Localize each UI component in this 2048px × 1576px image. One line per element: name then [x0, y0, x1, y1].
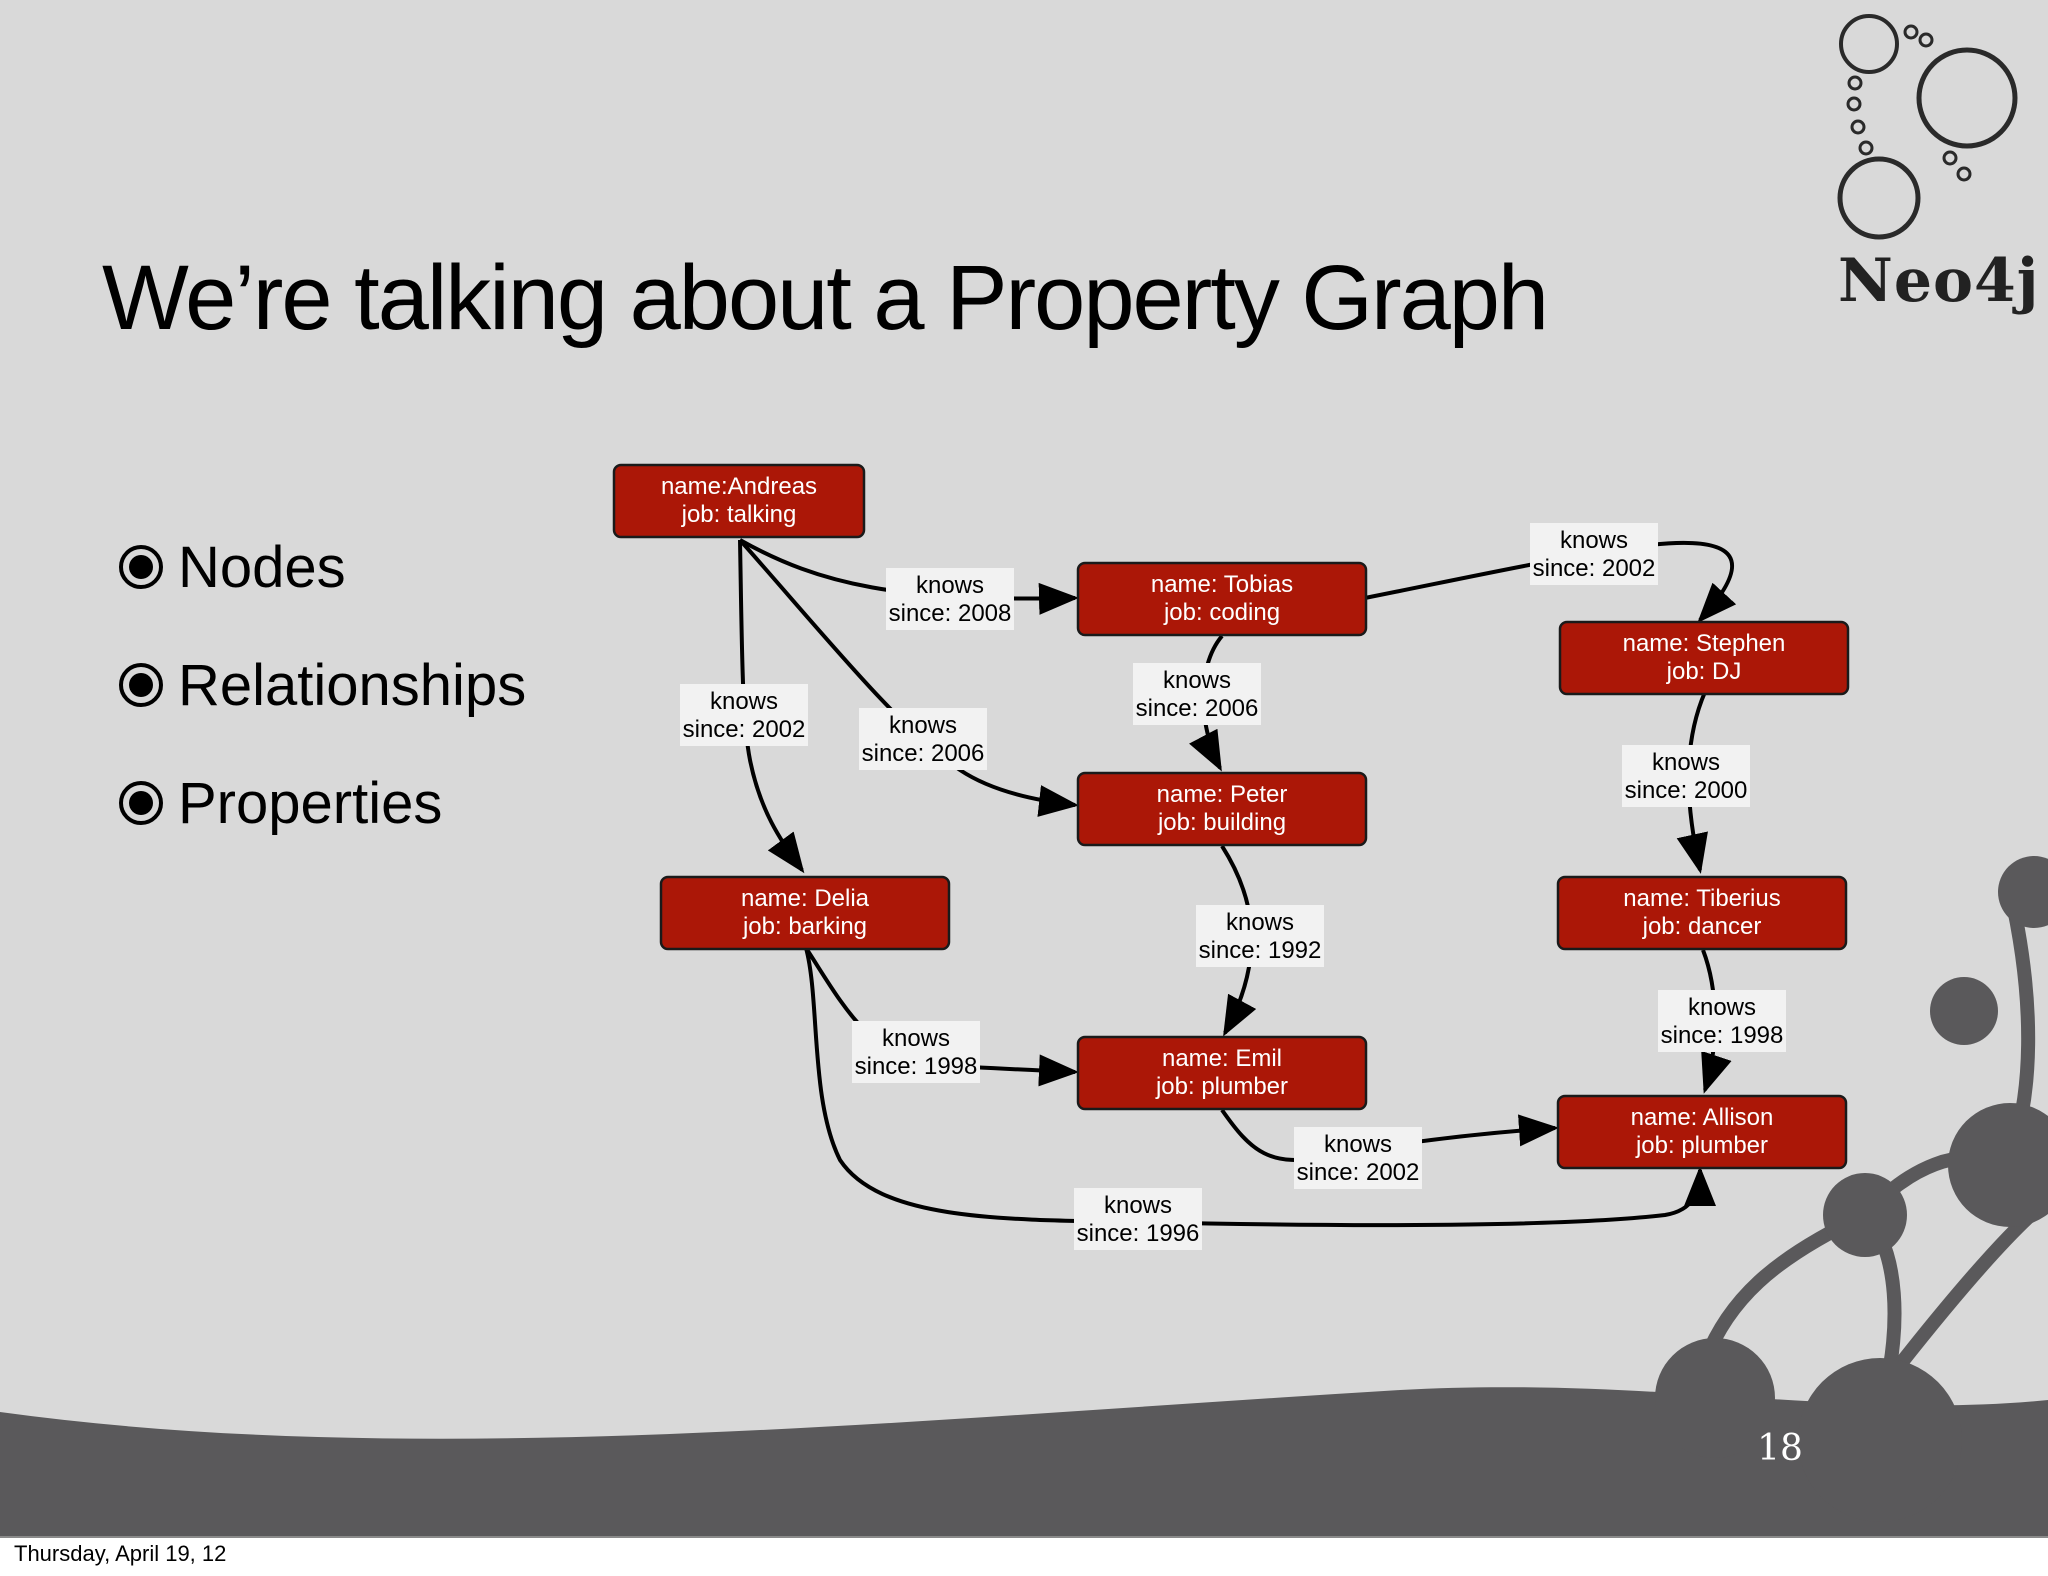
- svg-text:since: 1998: since: 1998: [1661, 1022, 1784, 1049]
- node-tobias[interactable]: name: Tobias job: coding: [1076, 561, 1368, 637]
- node-name: name: Tobias: [1151, 571, 1293, 598]
- edge-label-andreas-tobias: knows since: 2008: [886, 568, 1014, 630]
- svg-text:since: 2002: since: 2002: [683, 716, 806, 743]
- bullet-list: Nodes Relationships Properties: [118, 508, 526, 862]
- svg-text:since: 1992: since: 1992: [1199, 937, 1322, 964]
- radio-bullet-icon: [118, 662, 164, 708]
- edge-label-tobias-peter: knows since: 2006: [1133, 663, 1261, 725]
- edge-label-peter-emil: knows since: 1992: [1196, 905, 1324, 967]
- node-name: name: Stephen: [1623, 630, 1786, 657]
- svg-text:knows: knows: [1104, 1192, 1172, 1219]
- node-job: job: dancer: [1642, 913, 1762, 940]
- svg-text:knows: knows: [1560, 527, 1628, 554]
- bullet-label: Properties: [178, 770, 443, 836]
- logo-text: Neo4j: [1838, 246, 2040, 316]
- svg-text:knows: knows: [889, 712, 957, 739]
- edge-label-tobias-stephen: knows since: 2002: [1530, 523, 1658, 585]
- bullet-item-relationships: Relationships: [118, 626, 526, 744]
- svg-text:knows: knows: [1652, 749, 1720, 776]
- edge-label-stephen-tiberius: knows since: 2000: [1622, 745, 1750, 807]
- svg-text:knows: knows: [1163, 667, 1231, 694]
- edge-label-delia-emil: knows since: 1998: [852, 1021, 980, 1083]
- bullet-item-nodes: Nodes: [118, 508, 526, 626]
- svg-text:since: 2006: since: 2006: [1136, 695, 1259, 722]
- node-name: name:Andreas: [661, 473, 817, 500]
- svg-text:since: 1996: since: 1996: [1077, 1220, 1200, 1247]
- slide: Neo4j We’re talking about a Property Gra…: [0, 0, 2048, 1538]
- svg-text:knows: knows: [1226, 909, 1294, 936]
- background-decoration: [0, 856, 2048, 1536]
- date-footer: Thursday, April 19, 12: [14, 1541, 227, 1566]
- bullet-label: Relationships: [178, 652, 527, 718]
- slide-title: We’re talking about a Property Graph: [102, 247, 1549, 349]
- node-job: job: plumber: [1635, 1132, 1768, 1159]
- edge-andreas-delia: [738, 539, 805, 874]
- svg-text:knows: knows: [710, 688, 778, 715]
- svg-text:knows: knows: [1324, 1131, 1392, 1158]
- svg-text:since: 2000: since: 2000: [1625, 777, 1748, 804]
- node-delia[interactable]: name: Delia job: barking: [659, 875, 951, 951]
- svg-text:since: 2006: since: 2006: [862, 740, 985, 767]
- node-name: name: Tiberius: [1623, 885, 1780, 912]
- edge-label-andreas-delia: knows since: 2002: [680, 684, 808, 746]
- node-job: job: barking: [742, 913, 867, 940]
- page-number: 18: [1757, 1428, 1803, 1469]
- node-name: name: Allison: [1631, 1104, 1774, 1131]
- property-graph: name:Andreas job: talking name: Tobias j…: [612, 463, 1850, 1250]
- radio-bullet-icon: [118, 544, 164, 590]
- svg-text:knows: knows: [916, 572, 984, 599]
- edge-label-emil-allison: knows since: 2002: [1294, 1127, 1422, 1189]
- node-name: name: Delia: [741, 885, 870, 912]
- node-job: job: talking: [681, 501, 797, 528]
- node-emil[interactable]: name: Emil job: plumber: [1076, 1035, 1368, 1111]
- node-name: name: Peter: [1157, 781, 1288, 808]
- svg-text:since: 2002: since: 2002: [1297, 1159, 1420, 1186]
- node-allison[interactable]: name: Allison job: plumber: [1556, 1094, 1848, 1170]
- radio-bullet-icon: [118, 780, 164, 826]
- svg-text:knows: knows: [882, 1025, 950, 1052]
- node-job: job: plumber: [1155, 1073, 1288, 1100]
- svg-text:since: 1998: since: 1998: [855, 1053, 978, 1080]
- node-andreas[interactable]: name:Andreas job: talking: [612, 463, 866, 539]
- bullet-item-properties: Properties: [118, 744, 526, 862]
- node-job: job: DJ: [1666, 658, 1742, 685]
- svg-text:since: 2002: since: 2002: [1533, 555, 1656, 582]
- svg-text:knows: knows: [1688, 994, 1756, 1021]
- node-name: name: Emil: [1162, 1045, 1282, 1072]
- svg-text:since: 2008: since: 2008: [889, 600, 1012, 627]
- node-stephen[interactable]: name: Stephen job: DJ: [1558, 620, 1850, 696]
- neo4j-logo-icon: [1837, 14, 2018, 240]
- edge-label-andreas-peter: knows since: 2006: [859, 708, 987, 770]
- node-peter[interactable]: name: Peter job: building: [1076, 771, 1368, 847]
- node-job: job: building: [1157, 809, 1286, 836]
- edge-label-tiberius-allison: knows since: 1998: [1658, 990, 1786, 1052]
- bullet-label: Nodes: [178, 534, 346, 600]
- edge-label-delia-allison: knows since: 1996: [1074, 1188, 1202, 1250]
- node-tiberius[interactable]: name: Tiberius job: dancer: [1556, 875, 1848, 951]
- node-job: job: coding: [1163, 599, 1280, 626]
